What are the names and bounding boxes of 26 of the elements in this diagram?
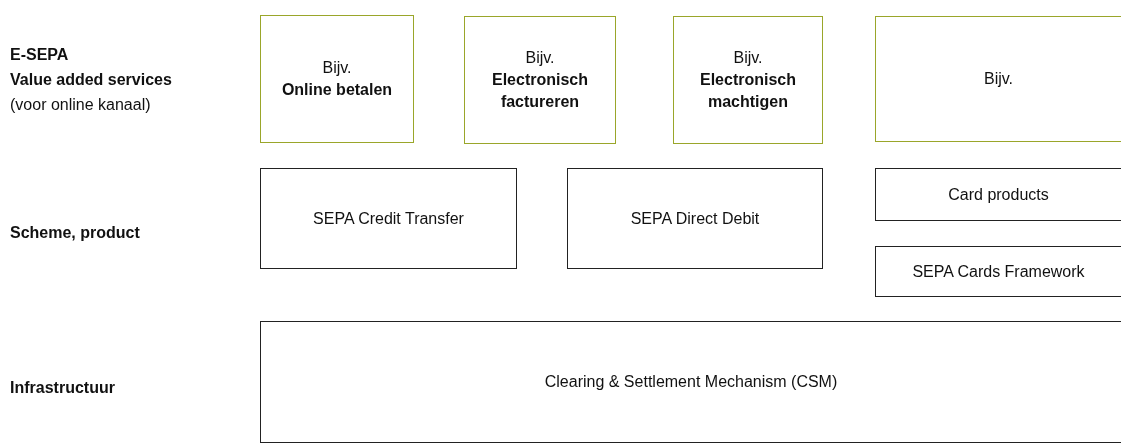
component-box	[260, 168, 517, 269]
box-label: SEPA Cards Framework	[911, 261, 1086, 282]
component-box	[260, 321, 1121, 443]
box-label: Card products	[947, 184, 1050, 205]
service-box	[464, 16, 616, 144]
component-box	[567, 168, 823, 269]
example-label: Bijv.	[732, 48, 764, 68]
row-label: Value added services	[10, 70, 172, 90]
example-label: Bijv.	[321, 58, 353, 78]
service-name: Online betalen	[280, 80, 394, 100]
row-label: Infrastructuur	[10, 378, 115, 398]
box-label: SEPA Direct Debit	[629, 208, 761, 229]
service-box	[673, 16, 823, 144]
example-label: Bijv.	[524, 48, 556, 68]
service-box	[260, 15, 414, 143]
example-label: Bijv.	[982, 69, 1014, 89]
box-label: Clearing & Settlement Mechanism (CSM)	[543, 372, 839, 392]
service-box	[875, 16, 1121, 142]
component-box	[875, 246, 1121, 297]
row-label: (voor online kanaal)	[10, 95, 151, 115]
service-name: Electronisch machtigen	[699, 70, 797, 112]
row-label: E-SEPA	[10, 45, 69, 65]
row-label: Scheme, product	[10, 223, 140, 243]
box-label: SEPA Credit Transfer	[312, 208, 465, 229]
service-name: Electronisch factureren	[491, 70, 589, 112]
component-box	[875, 168, 1121, 221]
